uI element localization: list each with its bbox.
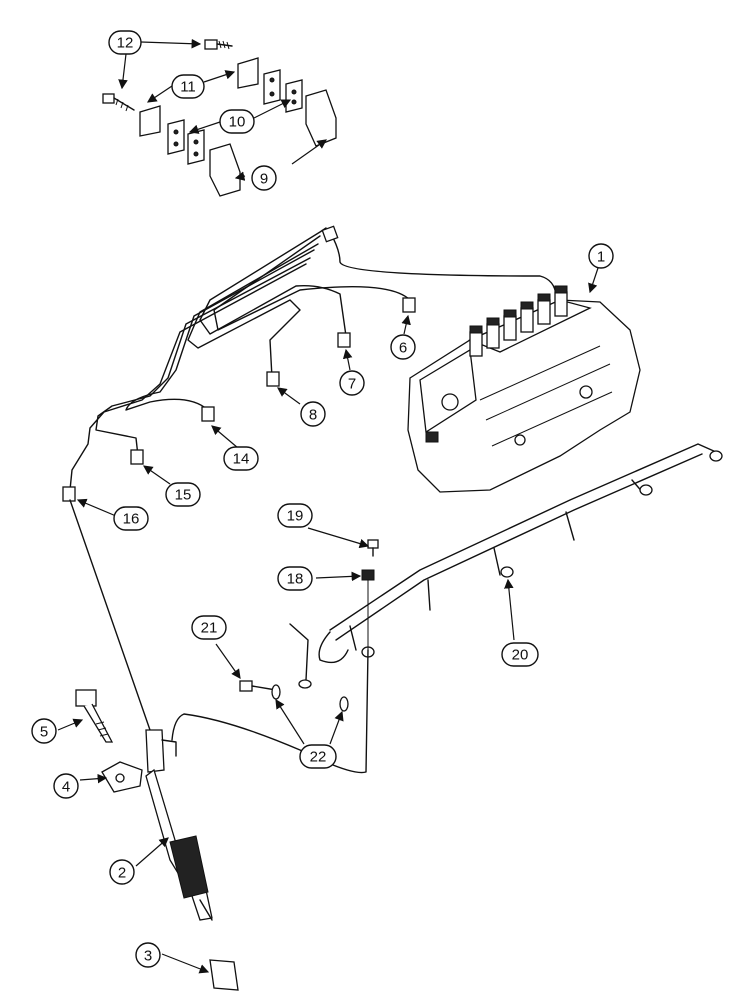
clamp-half-10a [263, 69, 281, 105]
clamp-half-10b [285, 79, 303, 113]
return-hose [289, 623, 309, 681]
nut-15 [130, 449, 144, 465]
svg-text:19: 19 [287, 508, 304, 525]
fuel-injector [145, 729, 213, 921]
svg-text:20: 20 [512, 647, 529, 664]
callout-22: 22 [299, 744, 337, 769]
svg-text:22: 22 [310, 749, 327, 766]
svg-text:11: 11 [180, 79, 196, 96]
svg-text:16: 16 [123, 511, 140, 528]
svg-text:12: 12 [117, 35, 134, 52]
callout-2: 2 [109, 859, 135, 885]
nut-6 [402, 297, 416, 313]
nut-8 [266, 371, 280, 387]
clamp-half-10d [187, 129, 205, 165]
callout-6: 6 [390, 334, 416, 360]
svg-text:3: 3 [144, 948, 152, 965]
clamp-bolt [75, 689, 114, 743]
line-to-pump [329, 231, 557, 297]
washer-22a [271, 684, 281, 700]
delivery-valves [469, 285, 568, 357]
svg-text:8: 8 [309, 407, 317, 424]
callout-10: 10 [219, 109, 255, 134]
banjo-hardware [239, 539, 379, 712]
fuel-return-line [171, 443, 723, 774]
callout-9: 9 [251, 165, 277, 191]
nut-16 [62, 486, 76, 502]
svg-text:10: 10 [229, 114, 246, 131]
svg-text:7: 7 [348, 376, 356, 393]
callout-15: 15 [165, 482, 201, 507]
callout-3: 3 [135, 942, 161, 968]
injection-line-16 [69, 263, 307, 491]
callout-7: 7 [339, 370, 365, 396]
callout-12: 12 [108, 30, 142, 55]
cap-screw-top [204, 39, 233, 50]
svg-text:15: 15 [175, 487, 192, 504]
svg-text:18: 18 [287, 571, 304, 588]
callout-5: 5 [31, 718, 57, 744]
screw-19 [367, 539, 379, 549]
nut-7 [337, 332, 351, 348]
callout-11: 11 [171, 74, 205, 99]
callout-14: 14 [223, 446, 259, 471]
injection-line-8 [187, 243, 319, 379]
svg-text:2: 2 [118, 865, 126, 882]
injector-clamp [101, 761, 143, 793]
injector-seal [209, 959, 239, 991]
washer-22b [339, 696, 349, 712]
bracket-9b [209, 143, 241, 197]
injection-line-7 [199, 227, 347, 337]
svg-text:5: 5 [40, 724, 48, 741]
callout-leaders [57, 38, 599, 974]
callout-18: 18 [277, 566, 313, 591]
bracket-hardware-group [102, 39, 337, 197]
clamp-plate-11a [237, 57, 259, 89]
injection-line-14 [125, 249, 315, 411]
injection-line-6 [213, 235, 411, 331]
svg-text:4: 4 [62, 779, 70, 796]
svg-text:6: 6 [399, 340, 407, 357]
nut-18 [361, 569, 375, 581]
callout-1: 1 [588, 243, 614, 269]
callout-8: 8 [300, 401, 326, 427]
svg-text:21: 21 [201, 620, 218, 637]
banjo-bolt-21 [239, 680, 253, 692]
callout-21: 21 [191, 615, 227, 640]
line-16-to-injector [69, 499, 151, 731]
callout-19: 19 [277, 503, 313, 528]
nut-14 [201, 406, 215, 422]
cap-screw-left [102, 93, 135, 112]
injection-line-15 [95, 257, 311, 457]
injection-pump [407, 285, 641, 493]
callout-20: 20 [501, 642, 539, 667]
callout-16: 16 [113, 506, 149, 531]
svg-text:14: 14 [233, 451, 250, 468]
svg-text:9: 9 [260, 171, 268, 188]
callout-4: 4 [53, 773, 79, 799]
svg-text:1: 1 [597, 249, 605, 266]
clamp-half-10c [167, 119, 185, 155]
bracket-9a [305, 89, 337, 147]
clamp-plate-11b [139, 105, 161, 137]
injection-lines-group [62, 225, 557, 731]
